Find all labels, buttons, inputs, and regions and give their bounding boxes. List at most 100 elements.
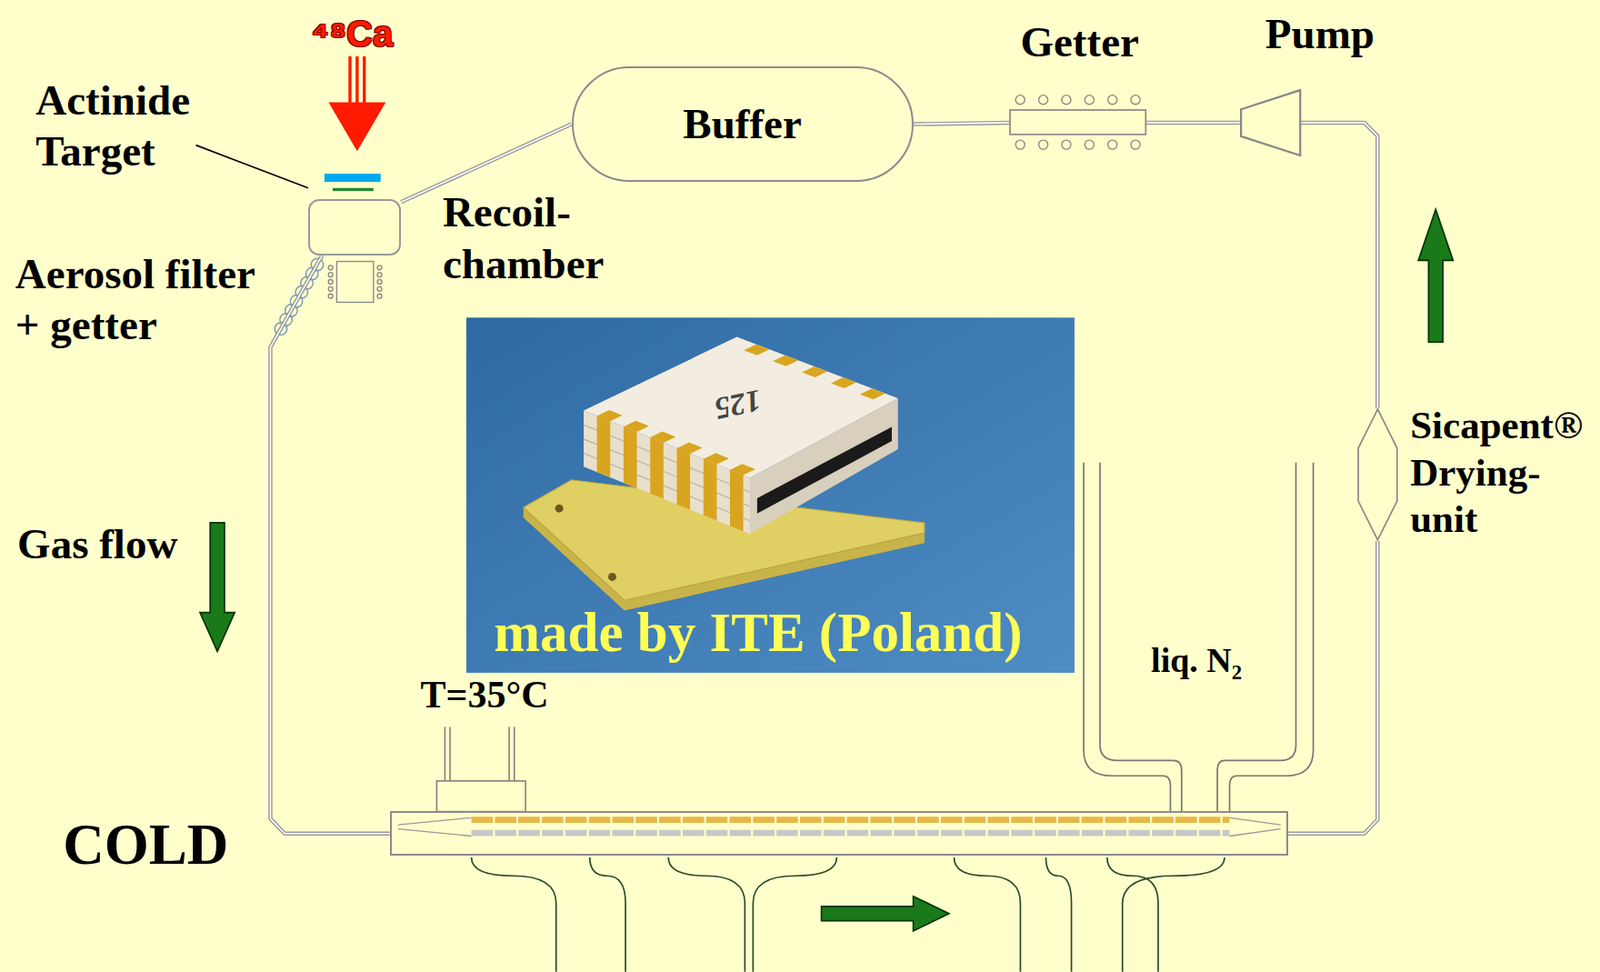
getter-body bbox=[1010, 110, 1146, 135]
getter-bead bbox=[1015, 95, 1025, 105]
gold-pads-part bbox=[650, 431, 676, 443]
recoil-chamber-label: Recoil- chamber bbox=[442, 186, 605, 290]
getter-cartridge-label: Getter bbox=[1020, 16, 1139, 68]
detector-photo bbox=[466, 317, 1075, 673]
detector-wires-part bbox=[1107, 857, 1159, 972]
gold-pads-part bbox=[650, 437, 664, 500]
gold-pads-part bbox=[830, 377, 857, 389]
getter-bead bbox=[1130, 140, 1140, 150]
chamber-getter-part bbox=[377, 265, 382, 270]
detector-strip-part bbox=[1230, 817, 1281, 825]
gas-tube bbox=[1146, 120, 1240, 125]
beam-arrow-part bbox=[328, 101, 386, 151]
drying-unit: Sicapent® Drying- unit bbox=[1357, 408, 1399, 541]
beam-arrow-part bbox=[362, 56, 366, 105]
pump-symbol-label: Pump bbox=[1265, 8, 1375, 60]
getter-cartridge: Getter bbox=[1010, 93, 1146, 151]
leader-line bbox=[196, 145, 309, 189]
gold-pads-part bbox=[743, 344, 770, 356]
beam-arrow-part bbox=[355, 56, 359, 105]
beam-label: ⁴⁸Ca bbox=[310, 11, 393, 56]
detector-wires bbox=[471, 857, 1225, 972]
detector-strip-part bbox=[471, 830, 1230, 837]
getter-bead bbox=[1084, 140, 1094, 150]
detector-strip-part bbox=[1230, 829, 1281, 837]
chamber-getter-part bbox=[377, 293, 382, 299]
gold-pads-part bbox=[677, 448, 691, 510]
flow-arrows bbox=[200, 209, 1453, 931]
gas-tube bbox=[270, 255, 390, 834]
getter-bead bbox=[1130, 95, 1140, 105]
recoil-chamber: Recoil- chamber bbox=[308, 199, 401, 256]
flow-arrows-part bbox=[821, 896, 950, 931]
thermostat bbox=[436, 726, 526, 811]
gold-pads-part bbox=[597, 410, 623, 421]
detector-strip-part bbox=[398, 817, 472, 825]
pump-symbol-outline bbox=[1240, 89, 1301, 157]
nitrogen-dewar-part bbox=[1083, 462, 1170, 812]
gold-pads-part bbox=[703, 459, 718, 521]
getter-bead bbox=[1039, 140, 1049, 150]
chamber-getter-part bbox=[377, 272, 382, 278]
getter-bead bbox=[1015, 140, 1025, 150]
detector-wires-part bbox=[953, 857, 1020, 972]
detector-wires-part bbox=[1046, 857, 1072, 972]
coolant-label: liq. N₂ bbox=[1150, 640, 1242, 682]
detector-strip-part bbox=[398, 829, 472, 837]
chamber-getter-part bbox=[377, 286, 382, 291]
gold-pads-part bbox=[730, 463, 756, 475]
chamber-getter-part bbox=[328, 293, 333, 299]
getter-bead bbox=[1039, 95, 1049, 105]
gold-pads-part bbox=[623, 420, 650, 432]
getter-bead bbox=[1061, 140, 1071, 150]
thermostat-part bbox=[436, 780, 526, 812]
gold-pads-part bbox=[677, 441, 703, 453]
nitrogen-dewar-part bbox=[1230, 462, 1314, 812]
detector-photo-part bbox=[466, 317, 1075, 673]
chamber-getter bbox=[328, 261, 382, 303]
detector-photo-part bbox=[555, 504, 564, 513]
tube-core bbox=[913, 122, 1011, 125]
target-foil-part bbox=[324, 173, 381, 182]
thermostat-part bbox=[444, 726, 446, 780]
getter-bead bbox=[1108, 95, 1118, 105]
detector-photo-part bbox=[608, 572, 617, 581]
beam-arrow bbox=[328, 56, 386, 151]
chamber-getter-part bbox=[328, 280, 333, 285]
filter-label: Aerosol filter + getter bbox=[15, 248, 275, 351]
pump-outline-shape bbox=[1240, 90, 1300, 156]
gas-tube bbox=[1300, 122, 1378, 409]
gold-pads-part bbox=[801, 366, 828, 378]
tube-core bbox=[1300, 122, 1378, 409]
gold-pads-part bbox=[703, 452, 730, 464]
temperature-label: T=35°C bbox=[420, 671, 549, 718]
detector-array-label: COLD bbox=[62, 810, 229, 880]
buffer-vessel-label: Buffer bbox=[682, 98, 802, 150]
tube-core bbox=[1146, 121, 1240, 124]
chamber-getter-part bbox=[328, 286, 333, 291]
gold-pads-part bbox=[623, 426, 638, 489]
chamber-getter-part bbox=[377, 280, 382, 285]
detector-array: COLD bbox=[390, 810, 1289, 855]
gold-pads-part bbox=[772, 355, 799, 367]
getter-bead bbox=[1108, 140, 1118, 150]
drying-unit-outline bbox=[1357, 408, 1399, 541]
detector-wires-part bbox=[590, 857, 626, 972]
buffer-vessel: Buffer bbox=[571, 66, 914, 182]
flow-arrows-part bbox=[200, 522, 235, 651]
drying-outline-shape bbox=[1358, 409, 1398, 540]
flow-label: Gas flow bbox=[17, 518, 178, 570]
detector-wires-part bbox=[471, 857, 557, 972]
getter-bead bbox=[1061, 95, 1071, 105]
nitrogen-dewar-part bbox=[1217, 462, 1296, 812]
chamber-getter-part bbox=[328, 272, 333, 278]
getter-cartridge-outline bbox=[1010, 93, 1146, 151]
detector-wires-part bbox=[1122, 857, 1225, 972]
gas-tube bbox=[913, 122, 1011, 125]
getter-bead bbox=[1084, 95, 1094, 105]
chamber-getter-part bbox=[336, 261, 373, 303]
tube-core bbox=[1288, 540, 1379, 834]
detector-wires-part bbox=[668, 857, 745, 972]
thermostat-part bbox=[449, 726, 450, 780]
